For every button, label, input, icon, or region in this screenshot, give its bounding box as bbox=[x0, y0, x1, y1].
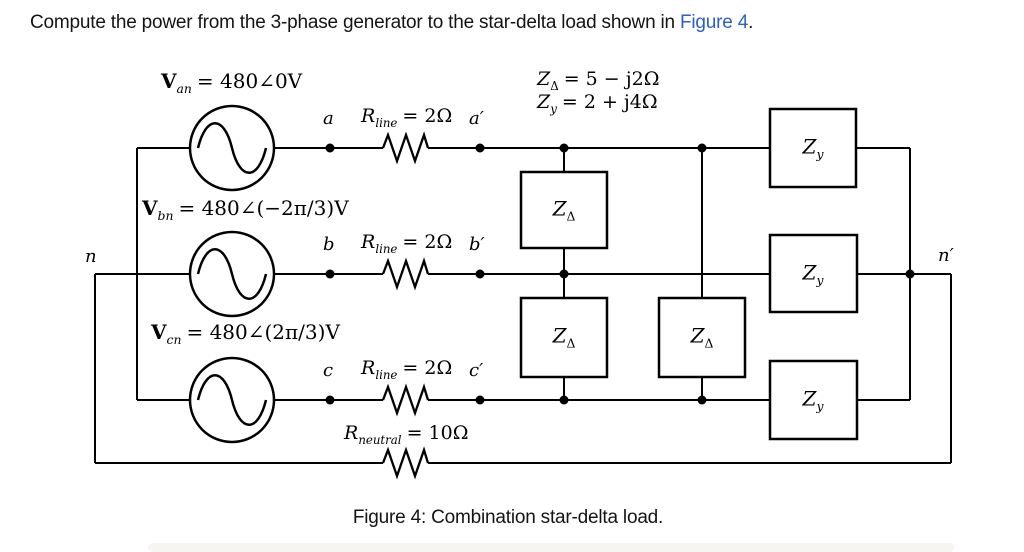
rline-a-symbol: R bbox=[361, 105, 376, 127]
resistor-icon-line-b bbox=[381, 257, 430, 291]
problem-text-period: . bbox=[748, 12, 754, 33]
rline-c-value: = 2Ω bbox=[402, 357, 453, 379]
vbn-equation: Vbn = 480∠(−2π/3)V bbox=[142, 196, 349, 222]
z-delta-box-bc bbox=[519, 296, 609, 379]
junction-dots bbox=[325, 143, 915, 405]
z-wye-box-b bbox=[768, 233, 859, 314]
rline-a-label: Rline = 2Ω bbox=[361, 105, 453, 130]
z-wye-equation: Zy = 2 + j4Ω bbox=[537, 91, 658, 116]
y-subscript: y bbox=[816, 146, 824, 162]
z-symbol: Z bbox=[552, 323, 567, 348]
ac-source-icon-b bbox=[188, 230, 276, 318]
delta-subscript: Δ bbox=[704, 335, 714, 351]
z-delta-box-ab bbox=[519, 170, 609, 250]
slide-edge-shadow bbox=[148, 543, 954, 552]
problem-text: Compute the power from the 3-phase gener… bbox=[30, 12, 680, 33]
resistor-icons bbox=[381, 131, 430, 480]
node-label-n-prime: n′ bbox=[938, 245, 954, 266]
rline-a-value: = 2Ω bbox=[402, 105, 453, 127]
resistor-icon-line-a bbox=[381, 131, 430, 165]
vcn-equation: Vcn = 480∠(2π/3)V bbox=[151, 320, 340, 346]
z-symbol: Z bbox=[802, 134, 817, 159]
node-label-b-prime: b′ bbox=[469, 234, 485, 255]
junction-dot bbox=[325, 143, 335, 153]
rneutral-label: Rneutral = 10Ω bbox=[344, 422, 469, 447]
junction-dot bbox=[325, 269, 335, 279]
node-label-a-prime: a′ bbox=[469, 108, 484, 129]
rline-b-value: = 2Ω bbox=[402, 231, 453, 253]
node-label-c-prime: c′ bbox=[469, 360, 484, 381]
junction-dot bbox=[559, 143, 569, 153]
z-delta-box-label-bc: ZΔ bbox=[552, 323, 576, 351]
ac-source-icon-c bbox=[188, 356, 276, 444]
junction-dot bbox=[475, 269, 485, 279]
rline-c-symbol: R bbox=[361, 357, 376, 379]
junction-dot bbox=[475, 143, 485, 153]
z-delta-subscript: Δ bbox=[550, 78, 559, 93]
rneutral-value: = 10Ω bbox=[406, 422, 469, 444]
vcn-value: = 480∠(2π/3)V bbox=[186, 320, 340, 344]
vcn-symbol: V bbox=[151, 320, 167, 344]
z-wye-box-a bbox=[768, 107, 858, 189]
resistor-icon-neutral bbox=[381, 446, 430, 480]
z-delta-symbol: Z bbox=[537, 68, 551, 90]
node-label-b: b bbox=[323, 234, 335, 255]
ac-source-icons bbox=[188, 104, 276, 444]
z-wye-box-c bbox=[768, 359, 859, 441]
node-label-n: n bbox=[85, 246, 97, 267]
junction-dot bbox=[559, 395, 569, 405]
figure-caption: Figure 4: Combination star-delta load. bbox=[352, 507, 664, 528]
vbn-value: = 480∠(−2π/3)V bbox=[178, 196, 349, 220]
z-delta-equation: ZΔ = 5 − j2Ω bbox=[537, 68, 660, 93]
rline-c-label: Rline = 2Ω bbox=[361, 357, 453, 382]
y-subscript: y bbox=[816, 272, 824, 288]
vbn-subscript: bn bbox=[157, 208, 174, 223]
delta-subscript: Δ bbox=[566, 208, 576, 224]
junction-dot bbox=[475, 395, 485, 405]
z-delta-value: = 5 − j2Ω bbox=[563, 68, 660, 90]
z-wye-subscript: y bbox=[550, 101, 557, 116]
z-delta-box-ac bbox=[657, 296, 747, 379]
junction-dot bbox=[325, 395, 335, 405]
rneutral-subscript: neutral bbox=[358, 432, 402, 447]
z-delta-box-label-ac: ZΔ bbox=[690, 323, 714, 351]
problem-statement: Compute the power from the 3-phase gener… bbox=[30, 12, 753, 34]
node-label-a: a bbox=[323, 108, 334, 129]
junction-dot bbox=[905, 269, 915, 279]
ac-source-icon-a bbox=[188, 104, 276, 192]
z-symbol: Z bbox=[552, 196, 567, 221]
van-subscript: an bbox=[176, 81, 192, 96]
z-wye-value: = 2 + j4Ω bbox=[561, 91, 658, 113]
resistor-icon-line-c bbox=[381, 383, 430, 417]
rline-c-subscript: line bbox=[375, 367, 398, 382]
impedance-boxes bbox=[519, 107, 859, 441]
figure-4-link[interactable]: Figure 4 bbox=[679, 12, 749, 33]
z-symbol: Z bbox=[690, 323, 705, 348]
junction-dot bbox=[697, 143, 707, 153]
junction-dot bbox=[697, 395, 707, 405]
van-symbol: V bbox=[161, 69, 177, 93]
van-equation: Van = 480∠0V bbox=[161, 69, 303, 95]
rline-b-symbol: R bbox=[361, 231, 376, 253]
z-delta-box-label-ab: ZΔ bbox=[552, 196, 576, 224]
z-wye-box-label-c: Zy bbox=[802, 386, 824, 414]
rline-b-subscript: line bbox=[375, 241, 398, 256]
node-label-c: c bbox=[323, 360, 334, 381]
z-symbol: Z bbox=[802, 386, 817, 411]
vbn-symbol: V bbox=[142, 196, 158, 220]
z-symbol: Z bbox=[802, 260, 817, 285]
delta-subscript: Δ bbox=[566, 335, 576, 351]
rline-b-label: Rline = 2Ω bbox=[361, 231, 453, 256]
junction-dot bbox=[559, 269, 569, 279]
vcn-subscript: cn bbox=[166, 332, 182, 347]
z-wye-box-label-b: Zy bbox=[802, 260, 824, 288]
van-value: = 480∠0V bbox=[196, 69, 303, 93]
z-wye-box-label-a: Zy bbox=[802, 134, 824, 162]
rline-a-subscript: line bbox=[375, 115, 398, 130]
y-subscript: y bbox=[816, 398, 824, 414]
z-wye-symbol: Z bbox=[537, 91, 551, 113]
rneutral-symbol: R bbox=[344, 422, 359, 444]
